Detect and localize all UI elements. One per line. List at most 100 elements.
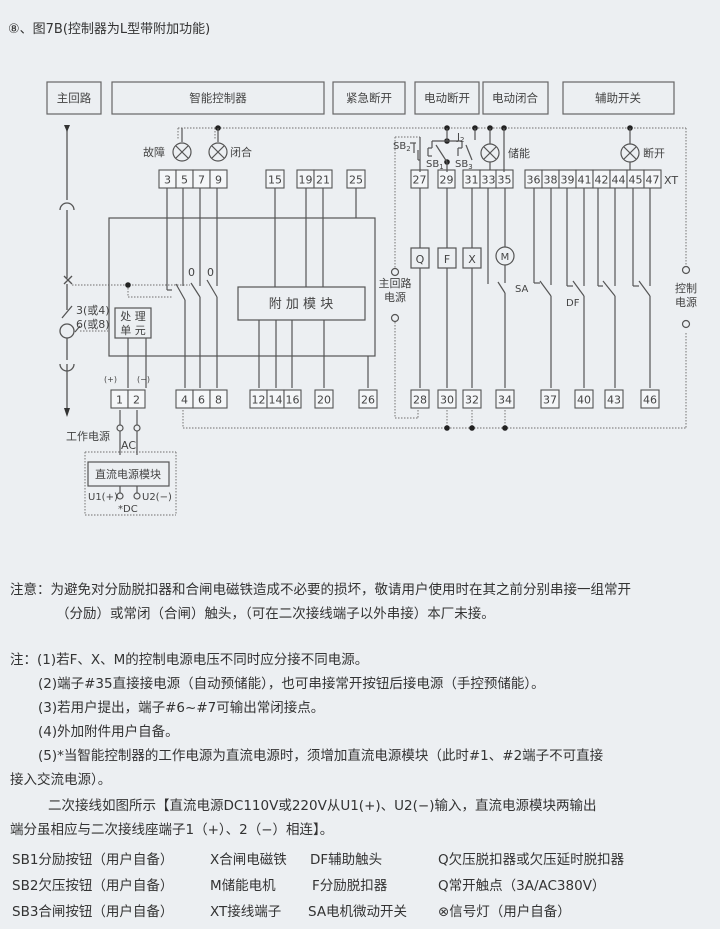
- terminal-20-box: [314, 389, 334, 409]
- terminal-40-box: [574, 389, 594, 409]
- terminal-12: 12: [252, 394, 266, 407]
- component-m: M: [501, 252, 510, 263]
- terminal-32: 32: [465, 394, 479, 407]
- j2-label: J2: [456, 132, 464, 144]
- terminal-44: 44: [612, 174, 626, 187]
- terminal-8: 8: [215, 394, 222, 407]
- terminal-47: 47: [646, 174, 660, 187]
- terminal-6: 6: [198, 394, 205, 407]
- terminal-34-box: [495, 389, 515, 409]
- terminal-30: 30: [440, 394, 454, 407]
- u2-label: U2(−): [142, 492, 172, 503]
- terminal-40: 40: [577, 394, 591, 407]
- terminal-35: 35: [498, 174, 512, 187]
- terminal-9: 9: [215, 174, 222, 187]
- ac-label: AC: [121, 439, 136, 452]
- wiring-diagram: 主回路 智能控制器 紧急断开 电动断开 电动闭合 辅助开关 3(或4) 6(或8…: [46, 81, 697, 516]
- figure-title: ⑧、图7B(控制器为L型带附加功能): [8, 22, 211, 37]
- ct-label-1: 3(或4): [76, 304, 110, 317]
- note-4: (4)外加附件用户自备。: [38, 724, 179, 740]
- header-controller: 智能控制器: [189, 91, 247, 105]
- df-label: DF: [566, 298, 580, 309]
- terminal-15: 15: [268, 174, 282, 187]
- terminal-30-box: [437, 389, 457, 409]
- terminal-31: 31: [465, 174, 479, 187]
- header-emergency-open: 紧急断开: [346, 91, 392, 105]
- terminal-34: 34: [498, 394, 512, 407]
- terminal-7: 7: [198, 174, 205, 187]
- note-3: (3)若用户提出，端子#6~#7可输出常闭接点。: [38, 700, 325, 716]
- dc-module-label: 直流电源模块: [95, 467, 161, 481]
- sb1-label: SB1: [426, 159, 444, 171]
- legend-lamp: ⊗信号灯（用户自备）: [438, 904, 571, 920]
- sb2-label: SB2: [393, 141, 411, 153]
- legend-sa: SA电机微动开关: [308, 904, 408, 920]
- header-box-electric-open: [414, 81, 480, 115]
- caution-line-2: （分励）或常闭（合闸）触头，（可在二次接线端子以外串接）本厂未接。: [56, 606, 495, 622]
- terminal-43-box: [604, 389, 624, 409]
- terminal-36: 36: [527, 174, 541, 187]
- header-aux-switch: 辅助开关: [595, 91, 641, 105]
- legend-sb3: SB3合闸按钮（用户自备）: [12, 904, 174, 920]
- terminal-9-box: [209, 169, 228, 189]
- controller-box: [108, 217, 376, 357]
- header-box-aux-switch: [562, 81, 675, 115]
- terminal-26-box: [358, 389, 378, 409]
- terminal-16-box: [283, 389, 302, 409]
- terminal-43: 43: [607, 394, 621, 407]
- terminal-37-box: [540, 389, 560, 409]
- legend-sb1: SB1分励按钮（用户自备）: [12, 852, 174, 868]
- terminal-47-box: [643, 169, 662, 189]
- control-power-label-2: 电源: [675, 295, 697, 309]
- component-x: X: [468, 253, 476, 266]
- terminal-19: 19: [299, 174, 313, 187]
- legend-x: X合闸电磁铁: [210, 852, 287, 868]
- terminal-39: 39: [561, 174, 575, 187]
- terminal-28: 28: [413, 394, 427, 407]
- note-2: (2)端子#35直接接电源（自动预储能），也可串接常开按钮后接电源（手控预储能）…: [38, 676, 545, 692]
- terminal-32-box: [462, 389, 482, 409]
- lamp-open-label: 断开: [643, 146, 665, 160]
- terminal-14: 14: [269, 394, 283, 407]
- component-q: Q: [416, 253, 425, 266]
- lamp-closed-label: 闭合: [230, 145, 252, 159]
- terminal-3: 3: [164, 174, 171, 187]
- terminal-25: 25: [349, 174, 363, 187]
- terminal-28-box: [410, 389, 430, 409]
- note-wiring: 二次接线如图所示【直流电源DC110V或220V从U1(+)、U2(−)输入，直…: [48, 798, 597, 814]
- header-box-electric-close: [482, 81, 549, 115]
- terminal-38: 38: [544, 174, 558, 187]
- sb3-label: SB3: [455, 159, 473, 171]
- polarity-plus: (+): [104, 375, 117, 384]
- legend-q1: Q欠压脱扣器或欠压延时脱扣器: [438, 852, 625, 868]
- terminal-46-box: [640, 389, 660, 409]
- legend-df: DF辅助触头: [310, 852, 383, 868]
- terminal-41: 41: [578, 174, 592, 187]
- component-f: F: [444, 253, 450, 266]
- xt-label: XT: [664, 174, 678, 187]
- main-circuit-line: [59, 128, 75, 410]
- header-box-main-circuit: [46, 81, 102, 115]
- terminal-37: 37: [543, 394, 557, 407]
- processor-label-1: 处 理: [120, 310, 146, 323]
- header-box-emergency-open: [332, 81, 406, 115]
- terminal-1: 1: [116, 394, 123, 407]
- header-electric-close: 电动闭合: [492, 91, 538, 105]
- polarity-minus: (−): [137, 375, 150, 384]
- sa-label: SA: [515, 284, 529, 295]
- header-electric-open: 电动断开: [424, 91, 470, 105]
- legend-f: F分励脱扣器: [312, 878, 388, 894]
- zero-label-2: 0: [207, 266, 214, 279]
- terminal-20: 20: [317, 394, 331, 407]
- terminal-8-box: [209, 389, 228, 409]
- processor-label-2: 单 元: [120, 324, 146, 337]
- terminal-45: 45: [629, 174, 643, 187]
- header-main-circuit: 主回路: [57, 91, 92, 105]
- arrow-bottom-icon: [64, 408, 70, 417]
- legend-q2: Q常开触点（3A/AC380V）: [438, 878, 606, 894]
- caution-line-1: 注意：为避免对分励脱扣器和合闸电磁铁造成不必要的损坏，敬请用户使用时在其之前分别…: [10, 582, 631, 598]
- ct-label-2: 6(或8): [76, 318, 110, 331]
- header-box-controller: [111, 81, 325, 115]
- u1-label: U1(+): [88, 492, 118, 503]
- addon-module-label: 附 加 模 块: [269, 297, 333, 312]
